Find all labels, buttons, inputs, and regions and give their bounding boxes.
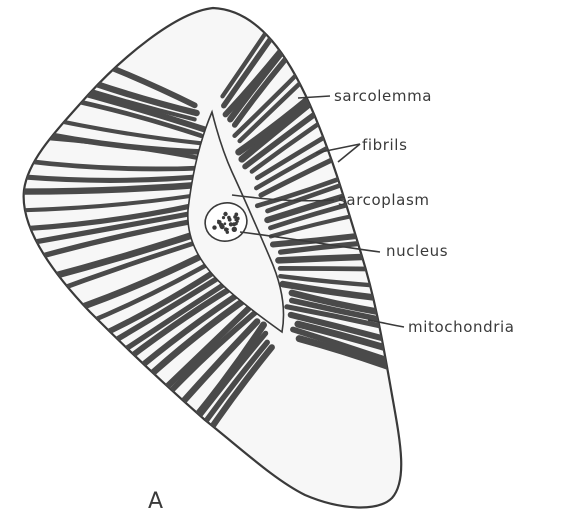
chromatin-speck xyxy=(217,220,222,225)
chromatin-speck xyxy=(228,218,232,222)
label-sarcoplasm: sarcoplasm xyxy=(338,191,430,209)
label-nucleus: nucleus xyxy=(386,242,448,260)
label-sarcolemma: sarcolemma xyxy=(334,87,432,105)
label-fibrils: fibrils xyxy=(362,136,408,154)
chromatin-speck xyxy=(234,213,238,217)
chromatin-speck xyxy=(236,217,240,221)
chromatin-speck xyxy=(229,222,233,226)
chromatin-speck xyxy=(220,224,225,229)
label-mitochondria: mitochondria xyxy=(408,318,515,336)
chromatin-speck xyxy=(212,225,216,229)
chromatin-speck xyxy=(232,227,237,232)
chromatin-speck xyxy=(222,216,225,219)
chromatin-speck xyxy=(224,222,227,225)
chromatin-speck xyxy=(223,212,227,216)
chromatin-speck xyxy=(226,228,229,231)
panel-letter: A xyxy=(148,489,163,514)
chromatin-speck xyxy=(234,222,237,225)
